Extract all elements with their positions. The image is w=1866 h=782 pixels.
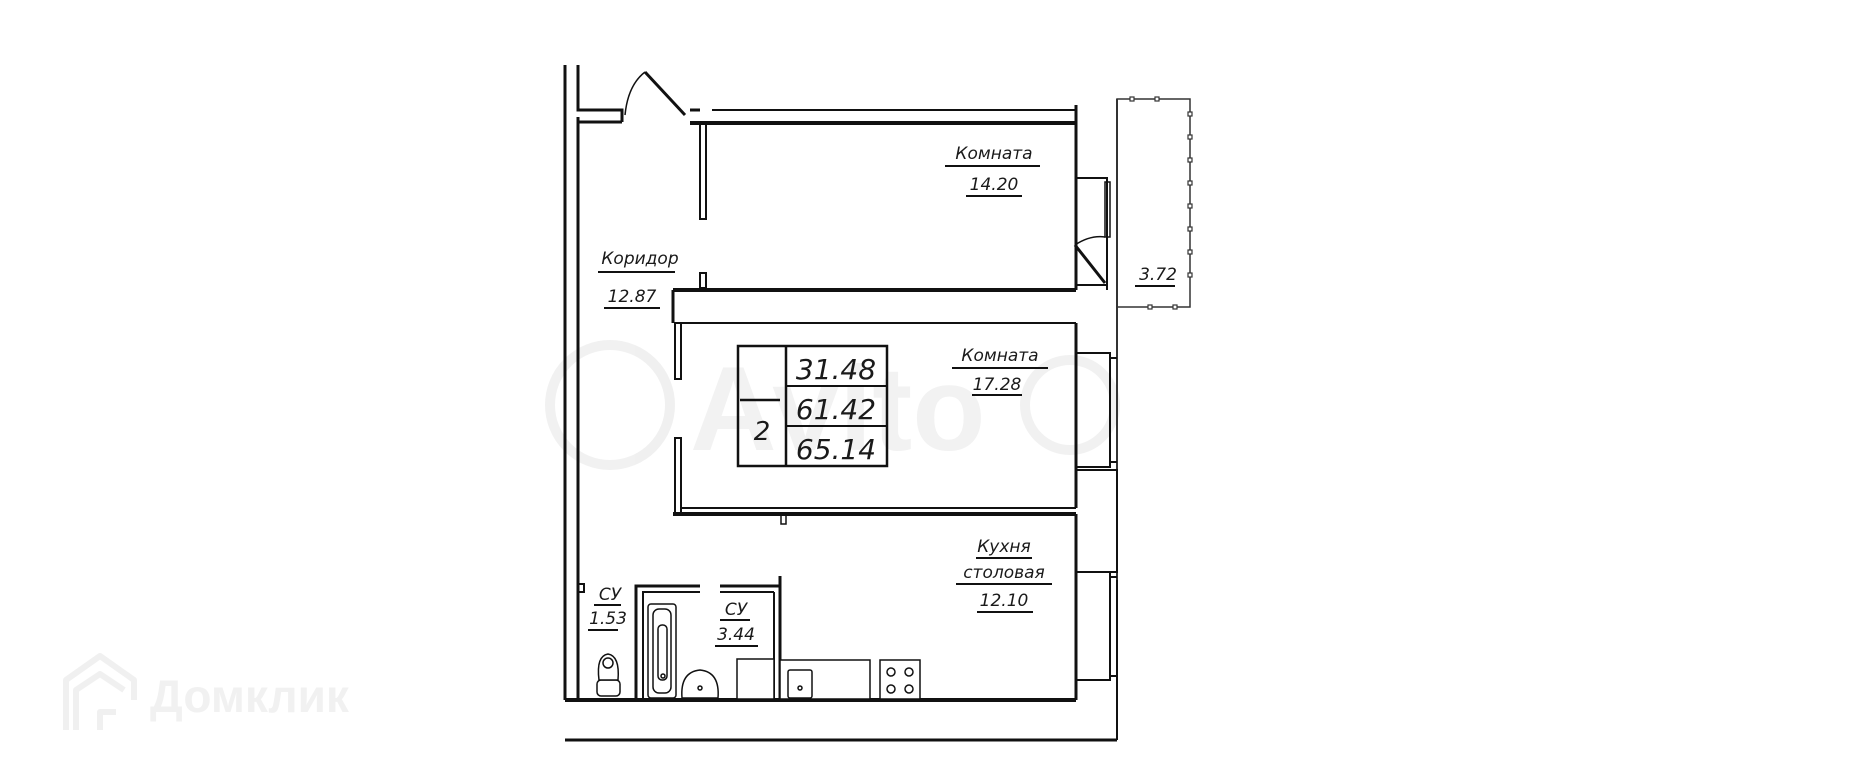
room-label-balcony: 3.72 [1135, 265, 1177, 287]
svg-text:Кухня: Кухня [977, 537, 1031, 557]
room-label-room-2: Комната 17.28 [952, 346, 1048, 396]
room-label-room-1: Комната 14.20 [945, 144, 1040, 197]
domclick-watermark: Домклик [63, 653, 350, 730]
rooms-count: 2 [754, 417, 771, 447]
entry-door-icon [624, 70, 687, 117]
svg-text:столовая: столовая [963, 563, 1045, 583]
balcony-door-icon [1073, 177, 1111, 290]
domclick-logo-icon [63, 653, 137, 730]
living-area: 31.48 [796, 353, 876, 386]
total-area-with-balcony: 65.14 [796, 433, 876, 466]
washing-machine-icon [736, 658, 775, 700]
area-summary-table [736, 344, 889, 468]
svg-text:12.87: 12.87 [608, 287, 657, 307]
svg-text:СУ: СУ [599, 585, 623, 605]
total-area: 61.42 [796, 393, 876, 426]
svg-text:СУ: СУ [725, 600, 749, 620]
svg-text:Коридор: Коридор [601, 249, 678, 269]
svg-text:12.10: 12.10 [980, 591, 1029, 611]
sink-icon [681, 669, 719, 699]
svg-text:3.72: 3.72 [1139, 265, 1177, 285]
svg-text:Комната: Комната [955, 144, 1032, 164]
svg-text:17.28: 17.28 [973, 375, 1022, 395]
room-label-kitchen: Кухня столовая 12.10 [956, 537, 1052, 613]
kitchen-sink-icon [787, 669, 813, 699]
toilet-icon [596, 653, 621, 697]
stove-icon [879, 659, 921, 700]
balcony [1116, 96, 1193, 580]
domclick-watermark-text: Домклик [150, 670, 350, 722]
svg-text:1.53: 1.53 [589, 609, 627, 629]
room-label-wc-1: СУ 1.53 [588, 585, 627, 631]
svg-text:14.20: 14.20 [970, 175, 1019, 195]
bathtub-icon [647, 603, 677, 699]
walls [563, 65, 1118, 742]
avito-watermark: Avito [545, 340, 1120, 476]
windows [1076, 352, 1118, 681]
svg-text:3.44: 3.44 [717, 625, 755, 645]
avito-watermark-text: Avito [690, 342, 986, 476]
svg-text:Комната: Комната [961, 346, 1038, 366]
room-label-wc-2: СУ 3.44 [715, 600, 758, 647]
room-label-corridor: Коридор 12.87 [598, 249, 679, 309]
